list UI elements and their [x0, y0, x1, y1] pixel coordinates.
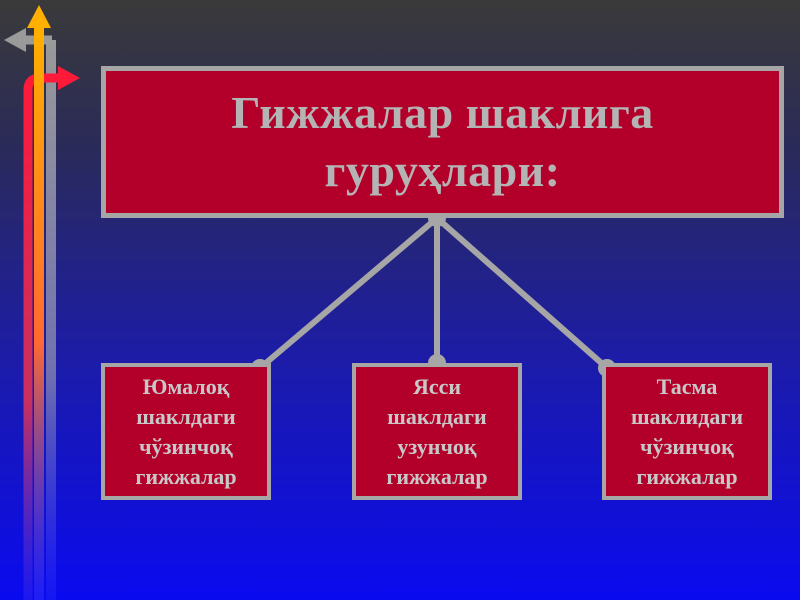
connector-right	[434, 215, 610, 371]
category-label: Тасма шаклидаги чўзинчоқ гижжалар	[630, 373, 744, 489]
connector-left	[257, 215, 440, 371]
title-box: Гижжалар шаклига гуруҳлари:	[101, 66, 784, 218]
category-box-flat: Ясси шаклдаги узунчоқ гижжалар	[352, 363, 522, 500]
up-arrow-icon	[27, 5, 51, 600]
category-box-tape: Тасма шаклидаги чўзинчоқ гижжалар	[602, 363, 772, 500]
diagram-title: Гижжалар шаклига гуруҳлари:	[231, 87, 654, 196]
category-label: Юмалоқ шаклдаги чўзинчоқ гижжалар	[135, 373, 237, 489]
decorative-arrows	[4, 5, 80, 600]
category-label: Ясси шаклдаги узунчоқ гижжалар	[386, 373, 488, 489]
category-box-round: Юмалоқ шаклдаги чўзинчоқ гижжалар	[101, 363, 271, 500]
